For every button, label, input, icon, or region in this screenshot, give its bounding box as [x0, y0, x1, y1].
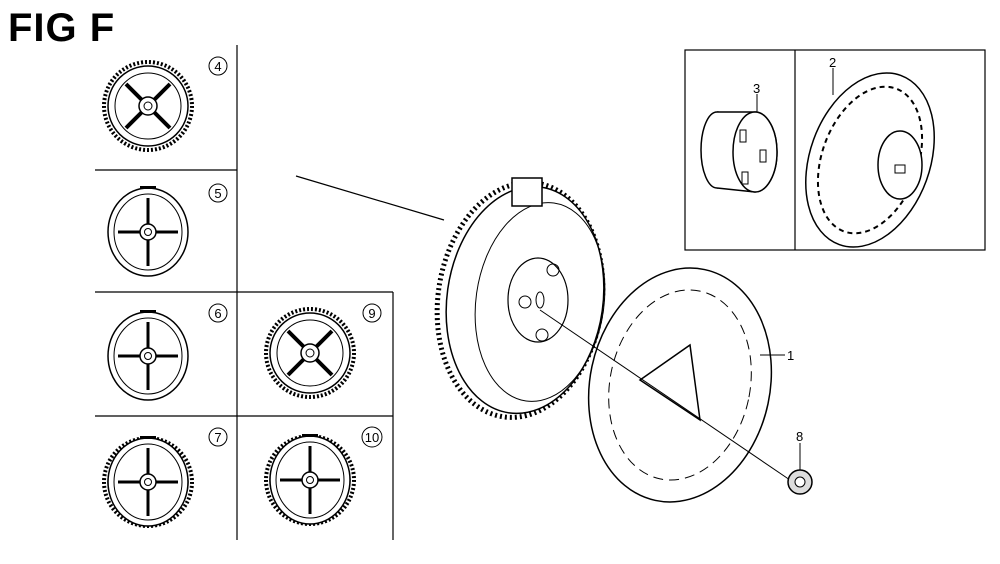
callout-8: 8 — [796, 429, 803, 470]
callout-2: 2 — [829, 55, 836, 95]
flange-nut — [787, 469, 813, 495]
variant-grid — [95, 45, 394, 540]
starter-pulley — [805, 72, 935, 248]
starter-inset — [684, 49, 986, 251]
svg-text:5: 5 — [214, 186, 221, 201]
variant-5: 5 — [106, 183, 228, 278]
variant-10: 10 — [264, 426, 383, 526]
variant-4: 4 — [102, 56, 228, 152]
starter-cup — [700, 111, 778, 193]
variant-9: 9 — [264, 303, 382, 399]
svg-text:4: 4 — [214, 59, 221, 74]
callout-3: 3 — [753, 81, 760, 112]
variant-7: 7 — [102, 427, 228, 528]
cooling-fan — [539, 267, 791, 503]
svg-text:2: 2 — [829, 55, 836, 70]
svg-text:7: 7 — [214, 430, 221, 445]
svg-text:6: 6 — [214, 306, 221, 321]
svg-text:1: 1 — [787, 348, 794, 363]
svg-text:9: 9 — [368, 306, 375, 321]
callout-1: 1 — [760, 348, 794, 363]
svg-text:8: 8 — [796, 429, 803, 444]
svg-text:10: 10 — [365, 430, 379, 445]
flywheel — [434, 177, 606, 420]
figure-title: FIG F — [8, 6, 116, 50]
svg-text:3: 3 — [753, 81, 760, 96]
variant-6: 6 — [106, 303, 228, 402]
